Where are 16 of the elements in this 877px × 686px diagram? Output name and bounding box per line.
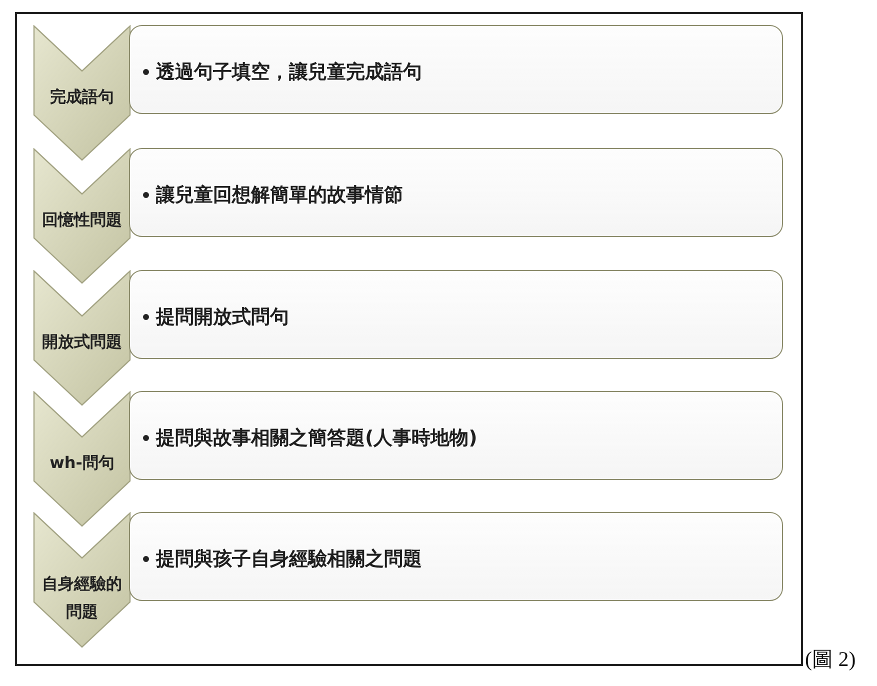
bullet-text: 提問與孩子自身經驗相關之問題: [156, 547, 422, 572]
chevron-step: [33, 391, 131, 527]
bullet-text: 讓兒童回想解簡單的故事情節: [156, 183, 403, 208]
step-label: wh-問句: [50, 452, 114, 474]
bullet-text: 提問與故事相關之簡答題(人事時地物): [156, 426, 478, 451]
bullet-text: 提問開放式問句: [156, 305, 289, 330]
step-label: 開放式問題: [42, 331, 122, 353]
chevron-step: [33, 148, 131, 284]
step-label: 完成語句: [50, 86, 114, 108]
bullet-text: 透過句子填空，讓兒童完成語句: [156, 60, 422, 85]
figure-caption: (圖 2): [805, 647, 856, 671]
chevron-step: [33, 270, 131, 406]
chevron-step: [33, 25, 131, 161]
step-label: 自身經驗的問題: [41, 573, 123, 623]
step-label: 回憶性問題: [42, 209, 122, 231]
chevron-step: [33, 512, 131, 648]
